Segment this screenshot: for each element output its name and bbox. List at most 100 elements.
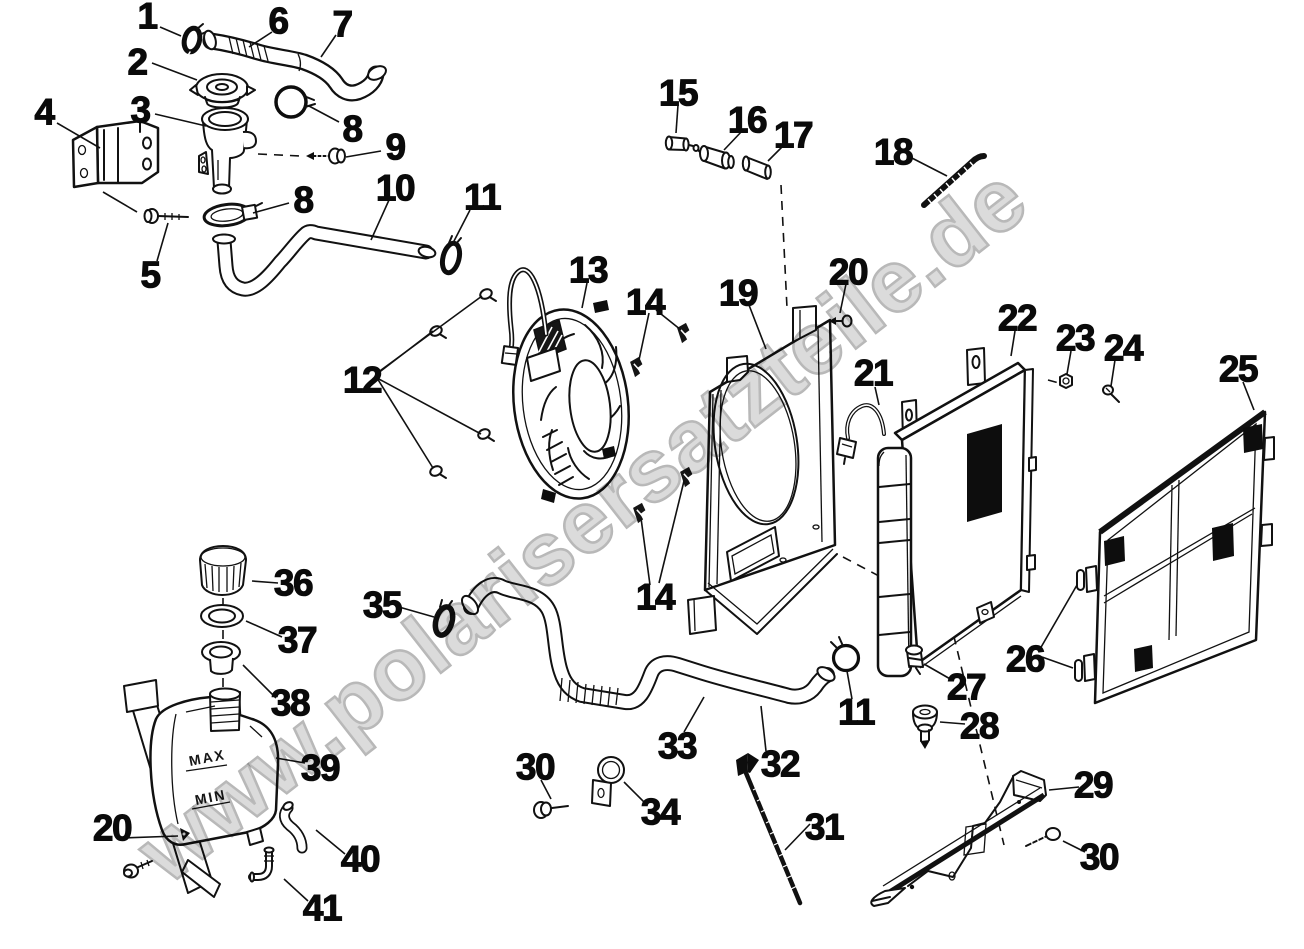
callout-label-16: 16 [728, 100, 767, 141]
callout-leader-28 [939, 721, 966, 725]
callout-label-36: 36 [274, 563, 313, 604]
filler-neck-3 [198, 107, 257, 195]
callout-leader-24 [1110, 359, 1116, 387]
callout-leader-23 [1066, 350, 1072, 375]
callout-leader-26 [1039, 584, 1078, 650]
screw-30-right [1025, 827, 1061, 848]
callout-label-35: 35 [363, 585, 402, 626]
callout-leader-5 [156, 222, 169, 262]
stud-18 [921, 153, 987, 208]
callout-label-23: 23 [1056, 318, 1095, 359]
drain-fitting-27 [905, 644, 924, 675]
callout-label-7: 7 [332, 4, 351, 45]
callout-leader-4 [56, 122, 101, 149]
motor-hatch-bottom [542, 429, 574, 486]
clamp-8-upper [274, 85, 316, 119]
callout-label-27: 27 [947, 667, 985, 708]
clamp-35 [432, 599, 456, 638]
screw-5 [143, 208, 189, 224]
callout-leader-14 [655, 309, 682, 331]
lower-hose-33-32 [460, 577, 836, 711]
callout-label-21: 21 [854, 353, 893, 394]
grille-screen-25 [1083, 409, 1275, 705]
callout-leader-3 [154, 113, 207, 127]
callout-label-9: 9 [385, 127, 405, 168]
fan-shroud-19 [687, 305, 838, 635]
callout-leader-6 [248, 31, 273, 48]
callout-leader-31 [784, 823, 811, 851]
callout-label-11: 11 [464, 177, 501, 218]
callout-leader-32 [760, 705, 767, 752]
callout-leader-30 [1062, 840, 1086, 853]
screw-30-left [533, 801, 569, 819]
callout-leader-34 [623, 781, 647, 805]
callout-leader-18 [907, 155, 948, 177]
bracket-4 [71, 119, 160, 189]
nut-23 [1059, 373, 1073, 389]
callout-leader-38 [242, 664, 277, 699]
cooling-fan-13 [500, 267, 630, 503]
callout-label-14: 14 [636, 577, 676, 618]
callout-leader-39 [275, 757, 306, 764]
callout-leader-41 [283, 878, 309, 902]
callout-leader-8 [308, 105, 340, 123]
callout-leader-29 [1048, 786, 1080, 791]
callout-label-30: 30 [1080, 837, 1119, 878]
bottle-max-label: MAX [188, 746, 227, 769]
callout-label-31: 31 [805, 807, 844, 848]
callout-label-11: 11 [838, 692, 875, 733]
clips-14 [630, 322, 693, 524]
callout-label-13: 13 [569, 250, 608, 291]
grommet-28 [912, 704, 938, 749]
rod-threads [752, 786, 798, 890]
callout-label-39: 39 [301, 748, 340, 789]
callout-leader-37 [245, 620, 283, 638]
callout-leader-25 [1242, 381, 1255, 411]
hose-corrugation [559, 677, 619, 707]
callout-leader-27 [923, 663, 953, 681]
callout-label-4: 4 [34, 92, 55, 133]
p-clamp-34 [591, 756, 625, 807]
callout-label-34: 34 [641, 792, 681, 833]
callout-leader-12 [376, 377, 434, 469]
callout-label-12: 12 [343, 360, 382, 401]
callout-leader-12 [376, 295, 483, 374]
callout-label-3: 3 [130, 90, 150, 131]
callout-leader-9 [345, 150, 382, 158]
callout-label-37: 37 [278, 620, 316, 661]
seal-38 [201, 641, 241, 675]
callout-label-8: 8 [293, 180, 313, 221]
callout-leader-33 [683, 696, 705, 733]
callout-leader-26 [1041, 656, 1074, 669]
callout-leader-8 [252, 202, 290, 214]
callout-leader-14 [638, 312, 650, 361]
callout-leader-5 [102, 191, 138, 213]
callout-leader-14 [658, 480, 685, 584]
callout-label-19: 19 [719, 273, 758, 314]
callout-label-8: 8 [342, 109, 362, 150]
callout-label-22: 22 [998, 298, 1037, 339]
callout-label-20: 20 [93, 808, 132, 849]
callout-label-18: 18 [874, 132, 913, 173]
elbow-fitting-41 [248, 846, 275, 883]
callout-label-15: 15 [659, 73, 698, 114]
callout-leader-7 [320, 34, 337, 58]
callout-leader-40 [315, 829, 346, 855]
callout-label-26: 26 [1006, 639, 1045, 680]
callout-label-38: 38 [271, 683, 310, 724]
fittings-15-16-17 [664, 135, 772, 180]
hose-10 [212, 224, 437, 297]
callout-label-40: 40 [341, 839, 380, 880]
callout-leader-21 [874, 386, 880, 406]
washer-37 [200, 604, 244, 628]
clips-26 [1074, 569, 1085, 682]
screw-20-lower [123, 859, 153, 879]
callout-label-30: 30 [516, 747, 555, 788]
upper-hose-6-7 [202, 29, 387, 102]
tie-rod-31 [736, 753, 803, 906]
callout-leader-11 [452, 209, 471, 244]
radiator-tank-ribs [878, 483, 911, 636]
